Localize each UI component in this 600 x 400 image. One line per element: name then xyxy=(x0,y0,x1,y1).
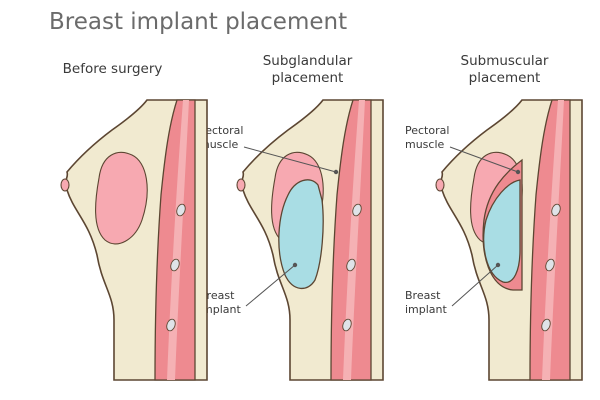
subglandular-title-line1: Subglandular xyxy=(262,53,353,69)
subglandular-muscle-leader xyxy=(243,146,337,173)
subglandular-implant-label-line1: Breast xyxy=(199,289,235,302)
submuscular-pectoral-muscle-label: Pectoral muscle xyxy=(405,124,449,152)
submuscular-implant xyxy=(483,179,521,283)
before-surgery-title: Before surgery xyxy=(55,61,170,78)
submuscular-title-line2: placement xyxy=(468,70,541,86)
before-surgery-title-line: Before surgery xyxy=(62,61,163,77)
subglandular-pectoral-label-line1: Pectoral xyxy=(199,124,244,137)
submuscular-title-line1: Submuscular xyxy=(460,53,549,69)
submuscular-title: Submuscular placement xyxy=(447,53,562,87)
before-surgery-breast xyxy=(60,99,208,381)
subglandular-title: Subglandular placement xyxy=(250,53,365,87)
subglandular-implant xyxy=(278,179,324,290)
subglandular-pectoral-muscle-label: Pectoral muscle xyxy=(199,124,243,152)
page-title: Breast implant placement xyxy=(49,9,348,35)
subglandular-implant-label-line2: implant xyxy=(199,303,241,316)
submuscular-pectoral-label-line1: Pectoral xyxy=(405,124,450,137)
subglandular-title-line2: placement xyxy=(271,70,344,86)
submuscular-muscle-leader xyxy=(449,146,519,173)
submuscular-implant-label-line2: implant xyxy=(405,303,447,316)
submuscular-breast-implant-label: Breast implant xyxy=(405,289,447,317)
submuscular-implant-label-line1: Breast xyxy=(405,289,441,302)
subglandular-breast-implant-label: Breast implant xyxy=(199,289,241,317)
submuscular-implant-leader xyxy=(451,264,499,307)
subglandular-pectoral-label-line2: muscle xyxy=(199,138,239,151)
submuscular-pectoral-label-line2: muscle xyxy=(405,138,445,151)
subglandular-implant-leader xyxy=(245,264,296,307)
